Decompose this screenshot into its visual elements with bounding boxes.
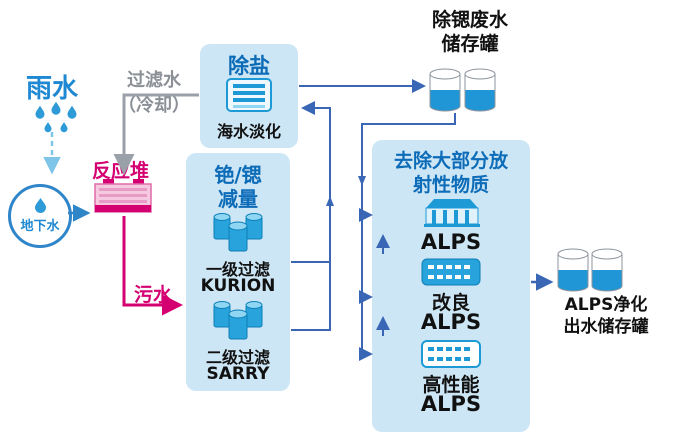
alps-stage1-name: ALPS	[420, 230, 482, 254]
up-flow-arrowhead	[326, 196, 334, 206]
reduction-stage1-label: 一级过滤	[205, 260, 270, 279]
groundwater-label: 地下水	[20, 219, 60, 234]
sarry-vessels-icon	[212, 298, 264, 342]
improved-alps-icon	[421, 258, 481, 286]
alps-title-line1: 去除大部分放	[393, 150, 508, 172]
reduction-title-line1: 铯/锶	[214, 163, 262, 187]
desalination-caption: 海水淡化	[216, 122, 281, 141]
sr-tanks-label-line1: 除锶废水	[431, 9, 508, 31]
alps-stage3-label: 高性能	[422, 374, 480, 396]
desalination-title: 除盐	[228, 54, 270, 78]
sr-tank-icon-2	[463, 66, 497, 112]
sr-tanks-label: 除锶废水 储存罐	[405, 8, 535, 56]
reactor-building-icon	[94, 178, 152, 214]
alps-title-line2: 射性物质	[412, 174, 489, 196]
output-tanks-label: ALPS净化 出水储存罐	[540, 294, 672, 338]
sewage-label: 污水	[134, 284, 173, 306]
reduction-title-line2: 减量	[218, 187, 258, 211]
output-tanks-label-line1: ALPS净化	[564, 295, 648, 315]
alps-building-icon	[424, 196, 480, 228]
rain-drops-icon	[26, 98, 90, 138]
groundwater-node: 地下水	[8, 184, 72, 248]
output-tank-icon-1	[556, 246, 590, 292]
output-tanks-label-line2: 出水储存罐	[563, 317, 649, 337]
output-tank-icon-2	[590, 246, 624, 292]
reduction-stage2-label: 二级过滤	[205, 348, 270, 367]
high-performance-alps-icon	[421, 340, 481, 368]
desalination-unit-icon	[226, 78, 272, 112]
cooling-water-line2: （冷却）	[118, 95, 190, 116]
alps-stage3-name: ALPS	[420, 392, 482, 416]
cs-sr-reduction-box	[186, 153, 290, 391]
rain-label: 雨水	[26, 74, 79, 104]
kurion-vessels-icon	[212, 210, 264, 254]
groundwater-drop-icon	[34, 198, 47, 214]
cooling-water-line1: 过滤水	[127, 70, 181, 91]
sr-tanks-label-line2: 储存罐	[441, 33, 499, 55]
reduction-stage1-name: KURION	[200, 276, 276, 296]
cooling-water-label: 过滤水 （冷却）	[112, 68, 196, 118]
sr-tank-icon-1	[428, 66, 462, 112]
alps-stage2-name: ALPS	[420, 310, 482, 334]
reduction-stage2-name: SARRY	[206, 364, 270, 384]
down-flow-arrowhead	[358, 176, 366, 186]
